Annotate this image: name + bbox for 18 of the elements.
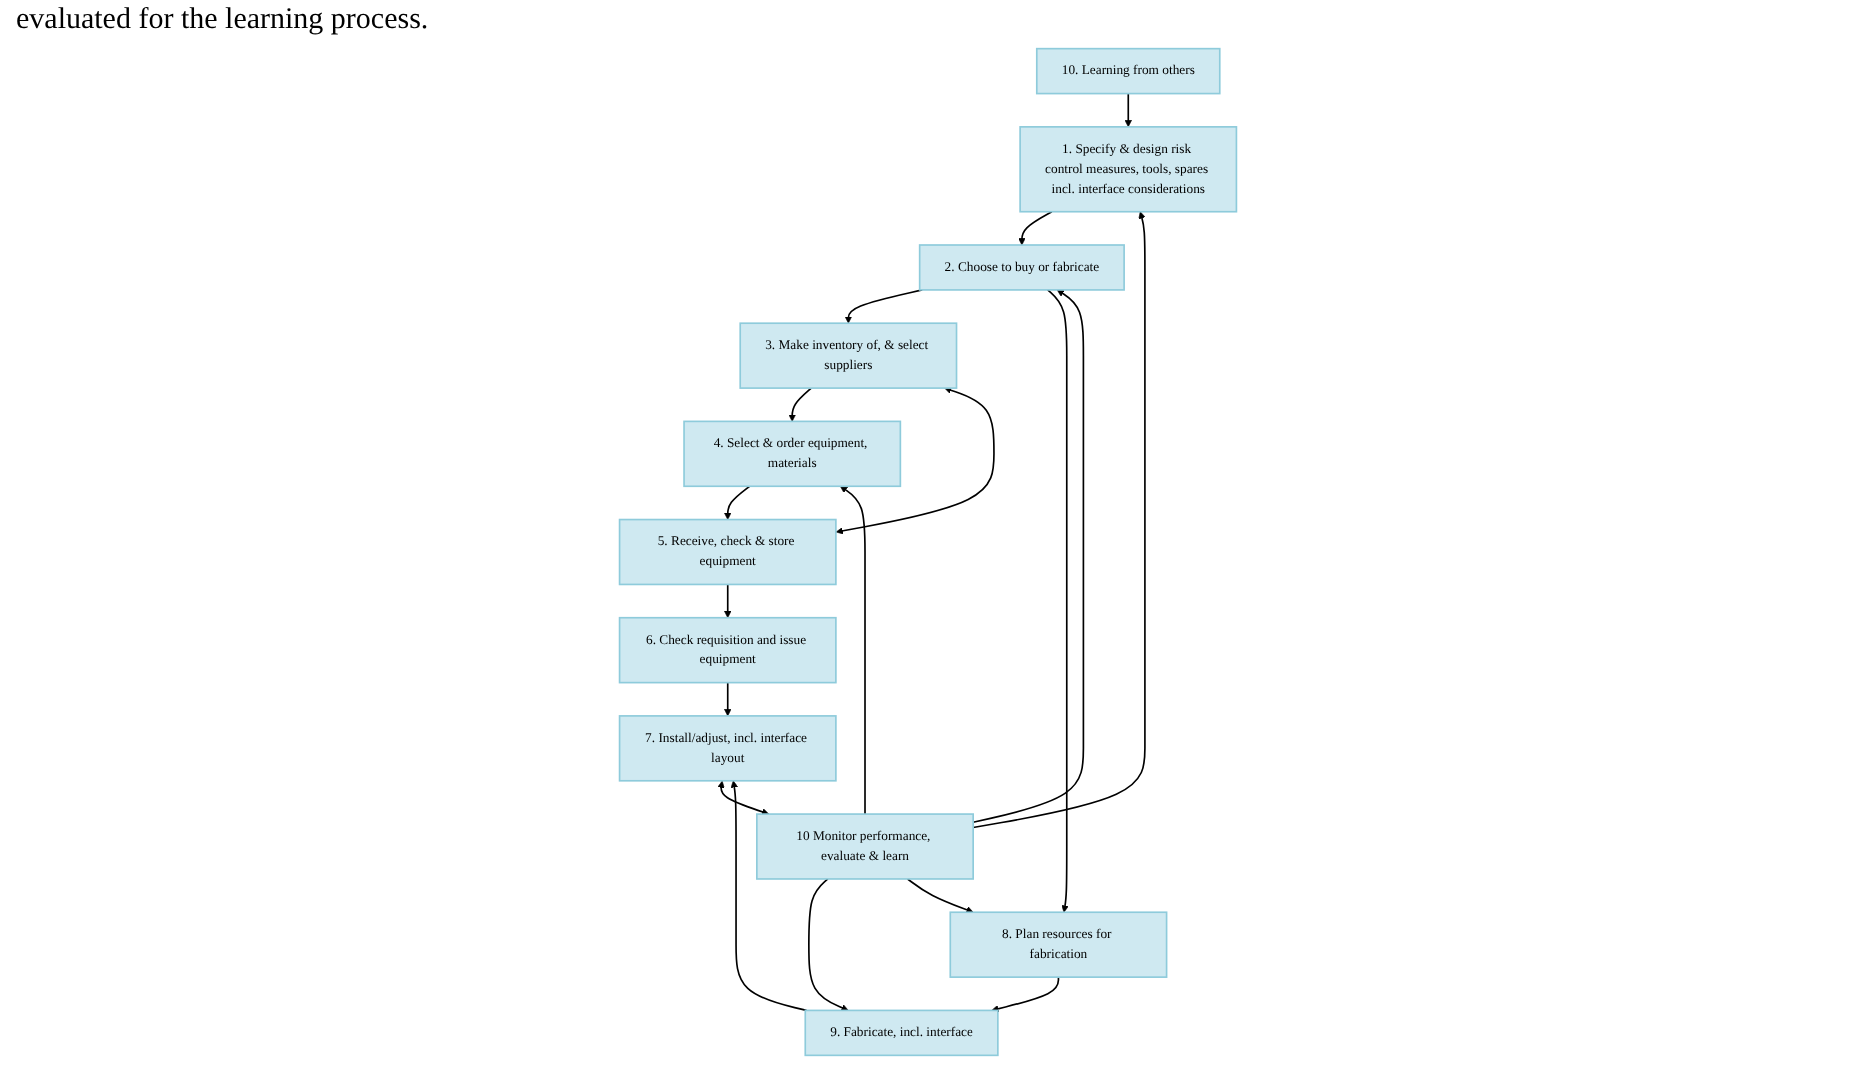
arrow — [840, 485, 866, 815]
arrow — [972, 211, 1146, 829]
arrow — [1124, 92, 1132, 128]
arrow — [724, 583, 732, 619]
arrow — [724, 485, 751, 520]
arrow — [991, 976, 1060, 1013]
arrow — [835, 386, 995, 535]
arrow — [724, 681, 732, 717]
arrow — [844, 289, 924, 324]
arrow — [788, 387, 813, 422]
arrow — [808, 878, 849, 1012]
arrow — [1046, 289, 1069, 913]
arrow — [972, 289, 1085, 824]
arrow — [1018, 210, 1053, 246]
note-text: evaluated for the learning process. — [16, 4, 429, 36]
arrow — [906, 878, 974, 914]
arrow — [717, 780, 770, 816]
arrow — [730, 780, 808, 1012]
